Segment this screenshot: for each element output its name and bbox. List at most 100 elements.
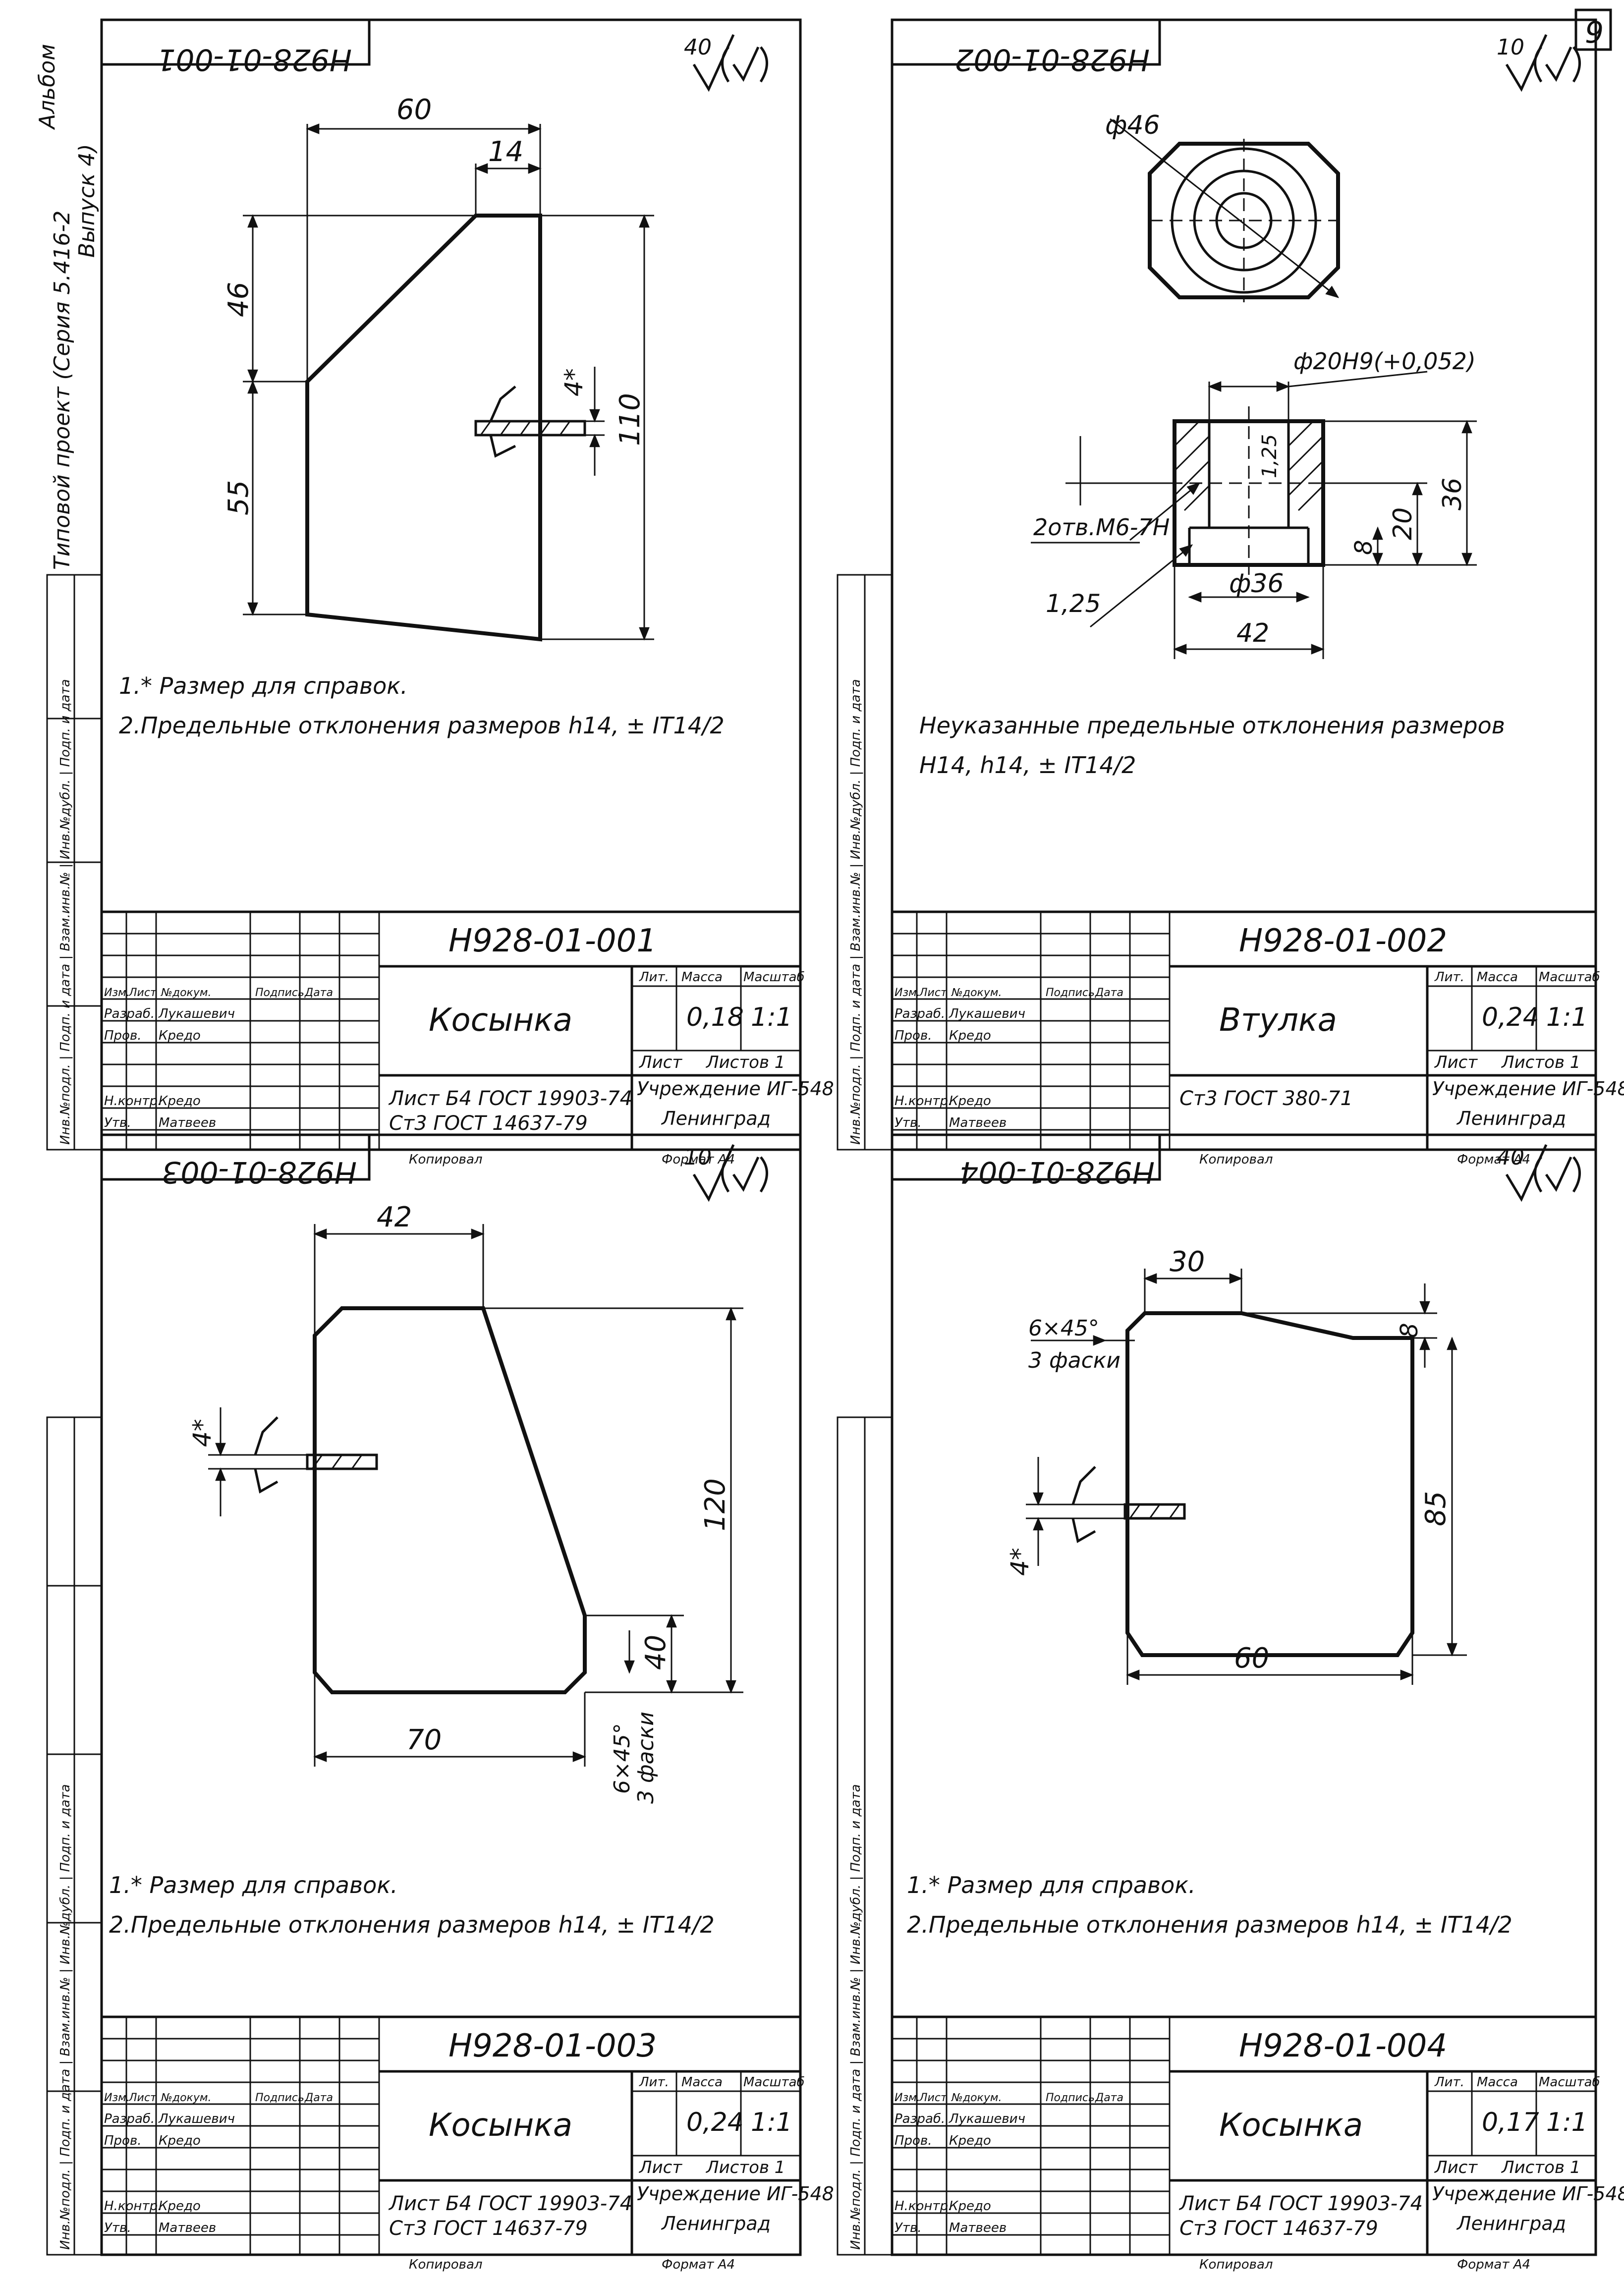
stamp-header-2: №докум. bbox=[161, 2092, 211, 2104]
note-1-004: 1.* Размер для справок. bbox=[907, 1872, 1196, 1898]
stamp-col-mass: Масса bbox=[1477, 2075, 1518, 2090]
stamp-format: Формат А4 bbox=[1457, 1152, 1530, 1167]
stamp-code-3: Н928-01-003 bbox=[448, 2028, 657, 2064]
stamp-role-dev: Разраб. bbox=[104, 2112, 155, 2126]
stamp-role-dev: Разраб. bbox=[895, 1006, 945, 1021]
issue-label: Выпуск 4) bbox=[74, 144, 100, 258]
chamfer-count-003: 3 фаски bbox=[633, 1712, 659, 1804]
stamp-header-1: Лист bbox=[919, 2092, 948, 2104]
stamp-role-check: Пров. bbox=[895, 1028, 932, 1043]
drawing-004: 30 6×45° 3 фаски 8 85 60 4* 40 Н928-01-0… bbox=[907, 1144, 1581, 1938]
stamp-material-1-1: Лист Б4 ГОСТ 19903-74 bbox=[388, 1087, 632, 1110]
stamp-name-appr: Матвеев bbox=[949, 2221, 1007, 2235]
stamp-role-appr: Утв. bbox=[895, 1115, 922, 1130]
dim-thickness-001: 4* bbox=[560, 368, 588, 396]
section-hatch-004 bbox=[1123, 1503, 1186, 1520]
stamp-org-2: Ленинград bbox=[1456, 2213, 1566, 2234]
dim-60: 60 bbox=[396, 94, 432, 126]
stamp-header-1: Лист bbox=[919, 987, 948, 999]
page-number: 9 bbox=[1585, 15, 1604, 50]
stamp-header-4: Дата bbox=[304, 987, 333, 999]
note-2-004: 2.Предельные отклонения размеров h14, ± … bbox=[907, 1911, 1512, 1938]
stamp-name-norm: Кредо bbox=[949, 2199, 991, 2214]
stamp-material-2-3: Ст3 ГОСТ 14637-79 bbox=[389, 2217, 588, 2240]
stamp-header-4: Дата bbox=[1095, 987, 1123, 999]
stamp-mass-3: 0,24 bbox=[686, 2108, 744, 2137]
dim-70: 70 bbox=[406, 1724, 442, 1756]
code-top-002: Н928-01-002 bbox=[954, 42, 1150, 77]
stamp-sheet-label: Лист bbox=[638, 2158, 682, 2177]
drawing-003: 42 120 40 70 6×45° 3 фаски 4* 10 Н928-01… bbox=[109, 1144, 768, 1938]
dim-chamfer-125: 1,25 bbox=[1046, 589, 1101, 618]
stamp-org-1: Учреждение ИГ-548 bbox=[637, 2183, 834, 2205]
dim-14: 14 bbox=[488, 136, 523, 168]
roughness-004: 40 bbox=[1497, 1145, 1524, 1170]
dim-40: 40 bbox=[640, 1635, 672, 1670]
stamp-sheet-label: Лист bbox=[1434, 1053, 1478, 1072]
stamp-name-check: Кредо bbox=[159, 1028, 201, 1043]
album-header: Альбом Типовой проект (Серия 5.416-2 Вып… bbox=[35, 8, 1612, 570]
stamp-code-4: Н928-01-004 bbox=[1239, 2028, 1447, 2064]
stamp-mass-2: 0,24 bbox=[1482, 1002, 1539, 1032]
stamp-col-scale: Масштаб bbox=[1539, 970, 1600, 985]
stamp-material-2-4: Ст3 ГОСТ 14637-79 bbox=[1179, 2217, 1378, 2240]
stamp-col-lit: Лит. bbox=[1434, 2075, 1464, 2090]
stamp-sheet-label: Лист bbox=[1434, 2158, 1478, 2177]
stamp-name-3: Косынка bbox=[429, 2107, 572, 2144]
stamp-name-norm: Кредо bbox=[949, 1094, 991, 1109]
stamp-name-1: Косынка bbox=[429, 1002, 572, 1039]
dim-42-gusset: 42 bbox=[377, 1201, 412, 1233]
code-top-001: Н928-01-001 bbox=[157, 42, 352, 77]
note-1-002: Неуказанные предельные отклонения размер… bbox=[919, 712, 1505, 739]
roughness-symbol-001 bbox=[692, 34, 768, 92]
stamp-header-0: Изм. bbox=[895, 2092, 920, 2104]
note-2-003: 2.Предельные отклонения размеров h14, ± … bbox=[109, 1911, 715, 1938]
stamp-role-check: Пров. bbox=[895, 2133, 932, 2148]
roughness-symbol-002 bbox=[1505, 34, 1581, 92]
stamp-header-1: Лист bbox=[128, 987, 157, 999]
stamp-header-0: Изм. bbox=[104, 987, 130, 999]
stamp-name-dev: Лукашевич bbox=[158, 2112, 235, 2126]
top-view-outline bbox=[1148, 142, 1340, 299]
stamp-header-1: Лист bbox=[128, 2092, 157, 2104]
part-outline-003 bbox=[313, 1306, 587, 1694]
note-2-002: H14, h14, ± IT14/2 bbox=[919, 752, 1136, 779]
drawing-002: ф46 ф20H9(+0,052) 36 20 8 1,25 ф36 bbox=[919, 34, 1581, 779]
dim-phi36: ф36 bbox=[1229, 569, 1284, 599]
stamp-col-scale: Масштаб bbox=[1539, 2075, 1600, 2090]
margin-columns: Инв.№подл. | Подп. и дата | Взам.инв.№ |… bbox=[46, 574, 893, 2256]
stamp-header-4: Дата bbox=[1095, 2092, 1123, 2104]
stamp-role-check: Пров. bbox=[104, 1028, 142, 1043]
stamp-mass-4: 0,17 bbox=[1482, 2108, 1539, 2137]
stamp-col-lit: Лит. bbox=[639, 970, 669, 985]
stamp-org-2: Ленинград bbox=[661, 1108, 771, 1129]
roughness-002: 10 bbox=[1497, 35, 1524, 60]
stamp-role-norm: Н.контр. bbox=[104, 1094, 162, 1109]
note-1-001: 1.* Размер для справок. bbox=[119, 672, 408, 699]
dim-110: 110 bbox=[614, 393, 646, 446]
chamfer-note-004: 6×45° bbox=[1028, 1316, 1099, 1341]
stamp-scale-3: 1:1 bbox=[751, 2108, 792, 2137]
stamp-role-dev: Разраб. bbox=[104, 1006, 155, 1021]
code-top-003: Н928-01-003 bbox=[162, 1155, 357, 1189]
stamp-format: Формат А4 bbox=[1457, 2257, 1530, 2272]
dim-85: 85 bbox=[1420, 1491, 1452, 1526]
margin-label-left-top: Инв.№подл. | Подп. и дата | Взам.инв.№ |… bbox=[58, 679, 73, 1145]
stamp-role-norm: Н.контр. bbox=[104, 2199, 162, 2214]
roughness-001: 40 bbox=[684, 35, 712, 60]
stamp-col-lit: Лит. bbox=[1434, 970, 1464, 985]
stamp-name-2: Втулка bbox=[1219, 1002, 1337, 1039]
dim-20: 20 bbox=[1388, 507, 1418, 540]
stamp-sheets-label: Листов 1 bbox=[1501, 2158, 1580, 2177]
roughness-symbol-003 bbox=[692, 1144, 768, 1202]
stamp-org-1: Учреждение ИГ-548 bbox=[1432, 2183, 1624, 2205]
stamp-copied: Копировал bbox=[1199, 2257, 1273, 2272]
dim-8-step: 8 bbox=[1396, 1323, 1423, 1338]
stamp-copied: Копировал bbox=[1199, 1152, 1273, 1167]
holes-note: 2отв.М6-7Н bbox=[1033, 514, 1170, 541]
chamfer-count-004: 3 фаски bbox=[1028, 1348, 1120, 1373]
